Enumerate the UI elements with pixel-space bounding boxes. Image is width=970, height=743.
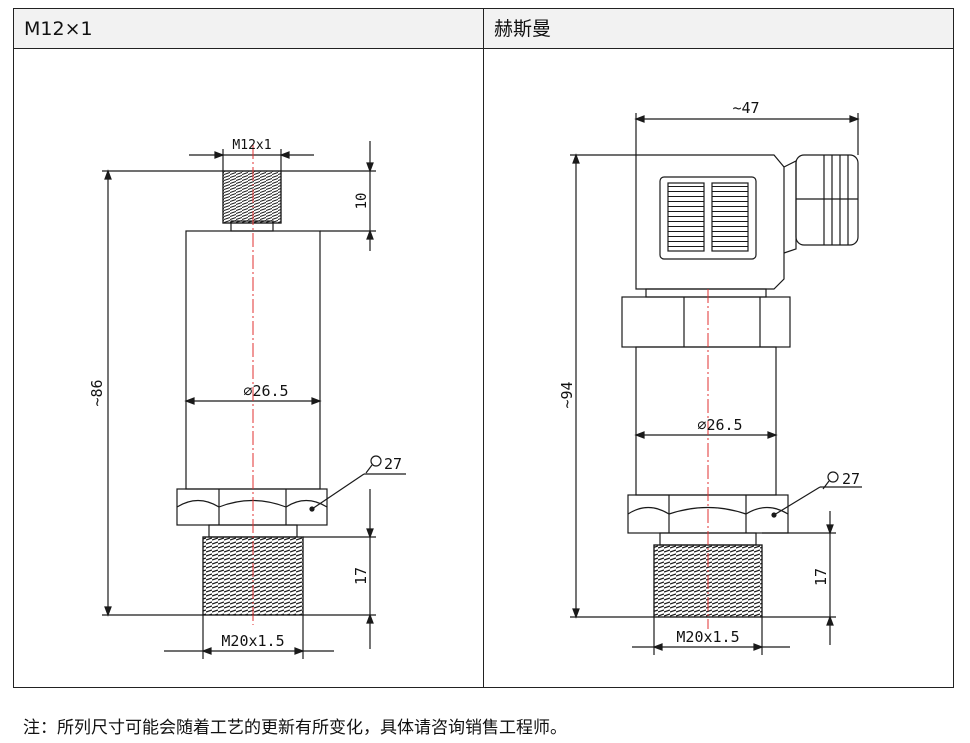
- process-thread-label: M20x1.5: [676, 628, 739, 646]
- connector-width-label: ~47: [732, 99, 759, 117]
- hirschmann-sensor-drawing: ~47 ~94 ∅26.5 27 17 M20x1.5: [558, 99, 862, 655]
- column-divider: [483, 9, 484, 687]
- hex-size-label: 27: [384, 455, 402, 473]
- upper-hex-nut: [621, 296, 791, 348]
- overall-length-label: ~94: [558, 381, 576, 408]
- dimension-table: M12×1 赫斯曼: [13, 8, 954, 688]
- connector-height-label: 10: [354, 193, 370, 210]
- m12-drawing-panel: M12x1 10 ~86 ∅26.5 27 17 M20x1.5: [14, 49, 483, 687]
- overall-length-label: ~86: [88, 379, 106, 406]
- thread-length-label: 17: [352, 567, 370, 585]
- footnote: 注：所列尺寸可能会随着工艺的更新有所变化，具体请咨询销售工程师。: [23, 718, 567, 738]
- process-thread-label: M20x1.5: [221, 632, 284, 650]
- hex-size-label: 27: [842, 470, 860, 488]
- body-diameter-label: ∅26.5: [697, 416, 742, 434]
- wrench-icon: [365, 455, 382, 474]
- hirschmann-drawing-panel: ~47 ~94 ∅26.5 27 17 M20x1.5: [484, 49, 953, 687]
- hex-nut: [176, 488, 328, 526]
- column-header-hirschmann: 赫斯曼: [484, 9, 953, 49]
- body-diameter-label: ∅26.5: [243, 382, 288, 400]
- column-header-m12: M12×1: [14, 9, 484, 49]
- hirschmann-connector: [635, 154, 785, 290]
- m12-sensor-drawing: M12x1 10 ~86 ∅26.5 27 17 M20x1.5: [88, 138, 406, 659]
- thread-length-label: 17: [812, 568, 830, 586]
- wrench-icon: [822, 471, 839, 490]
- m12-thread-label: M12x1: [232, 138, 271, 153]
- m12-connector: [222, 170, 282, 224]
